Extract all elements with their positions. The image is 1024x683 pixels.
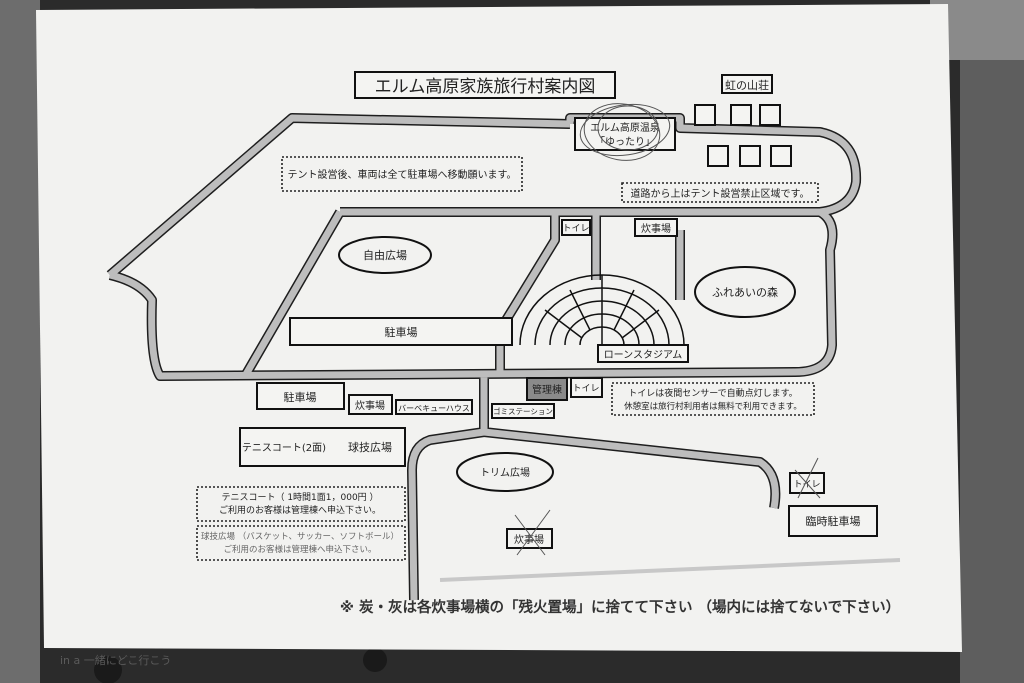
ball-notice-box — [196, 525, 406, 561]
admin-building-box — [526, 377, 568, 401]
trim-plaza: トリム広場 — [480, 466, 530, 479]
temp-parking: 臨時駐車場 — [806, 514, 861, 528]
no-tent-notice-box — [621, 182, 819, 203]
tennis-ball-box — [239, 427, 406, 467]
watermark: in a 一緒にどこ行こう — [60, 653, 171, 667]
parking-main-box — [289, 317, 513, 346]
ball-notice-line2: ご利用のお客様は管理棟へ申込下さい。 — [223, 544, 376, 555]
pen-scribble — [579, 103, 671, 161]
ball-notice-line1: 球技広場 （バスケット、サッカー、ソフトボール） — [201, 531, 399, 542]
admin-building: 管理棟 — [532, 383, 562, 396]
kitchen-bottom: 炊事場 — [514, 533, 544, 546]
tennis-notice-line2: ご利用のお客様は管理棟へ申込下さい。 — [219, 504, 381, 516]
lawn-stadium-arcs — [519, 274, 685, 346]
vehicle-notice-box — [281, 156, 523, 192]
parking-main: 駐車場 — [385, 325, 418, 339]
kitchen-left: 炊事場 — [355, 399, 385, 412]
kitchen-top-box — [634, 218, 678, 237]
rainbow-lodge-label-box — [721, 74, 773, 94]
rainbow-lodge-label: 虹の山荘 — [725, 79, 769, 92]
tennis-notice-line1: テニスコート（ 1時間1面1，000円 ） — [221, 492, 378, 503]
temp-parking-box — [788, 505, 878, 537]
metal-frame-left — [0, 0, 40, 683]
cross-out-mark — [794, 457, 821, 499]
bbq-house-box — [395, 399, 473, 415]
tennis-notice-box — [196, 486, 406, 522]
title-box — [354, 71, 616, 99]
ball-field: 球技広場 — [348, 440, 392, 454]
free-plaza: 自由広場 — [363, 248, 407, 262]
metal-frame-right — [960, 0, 1024, 683]
toilet-right: トイレ — [793, 480, 820, 490]
toilet-top: トイレ — [562, 224, 589, 234]
toilet-notice-line2: 休憩室は旅行村利用者は無料で利用できます。 — [624, 401, 802, 412]
tennis-court: テニスコート(2面) — [242, 443, 326, 454]
garbage-station: ゴミステーション — [493, 406, 553, 416]
toilet-notice-box — [611, 382, 815, 416]
cross-out-mark — [514, 509, 551, 556]
cabins — [694, 104, 792, 167]
toilet-admin: トイレ — [572, 384, 599, 394]
kitchen-top: 炊事場 — [641, 222, 671, 235]
lawn-stadium: ローンスタジアム — [604, 349, 683, 361]
onsen-box — [574, 117, 676, 151]
lawn-stadium-box — [597, 344, 689, 363]
fureai-forest-area — [694, 266, 796, 318]
trim-plaza-area — [456, 452, 554, 492]
roads — [106, 113, 901, 601]
footer-notice: ※ 炭・灰は各炊事場横の「残火置場」に捨てて下さい （場内には捨てないで下さい） — [340, 598, 900, 616]
parking-left: 駐車場 — [284, 390, 317, 404]
toilet-notice-line1: トイレは夜間センサーで自動点灯します。 — [628, 387, 798, 399]
toilet-top-box — [561, 219, 591, 236]
bolt — [363, 648, 387, 672]
parking-left-box — [256, 382, 345, 410]
map-title: エルム高原家族旅行村案内図 — [375, 77, 596, 97]
bbq-house: バーベキューハウス — [398, 404, 470, 413]
bottom-road — [439, 558, 901, 582]
onsen-label: エルム高原温泉 — [590, 121, 660, 134]
free-plaza-area — [338, 236, 432, 274]
onsen-sublabel: 「ゆったり」 — [595, 136, 655, 148]
kitchen-left-box — [348, 394, 393, 415]
bolt — [94, 656, 122, 683]
fureai-forest: ふれあいの森 — [712, 285, 778, 299]
toilet-admin-box — [570, 377, 603, 398]
garbage-station-box — [491, 403, 555, 419]
no-tent-notice: 道路から上はテント設営禁止区域です。 — [631, 187, 810, 200]
vehicle-notice: テント設営後、車両は全て駐車場へ移動願います。 — [288, 168, 517, 181]
